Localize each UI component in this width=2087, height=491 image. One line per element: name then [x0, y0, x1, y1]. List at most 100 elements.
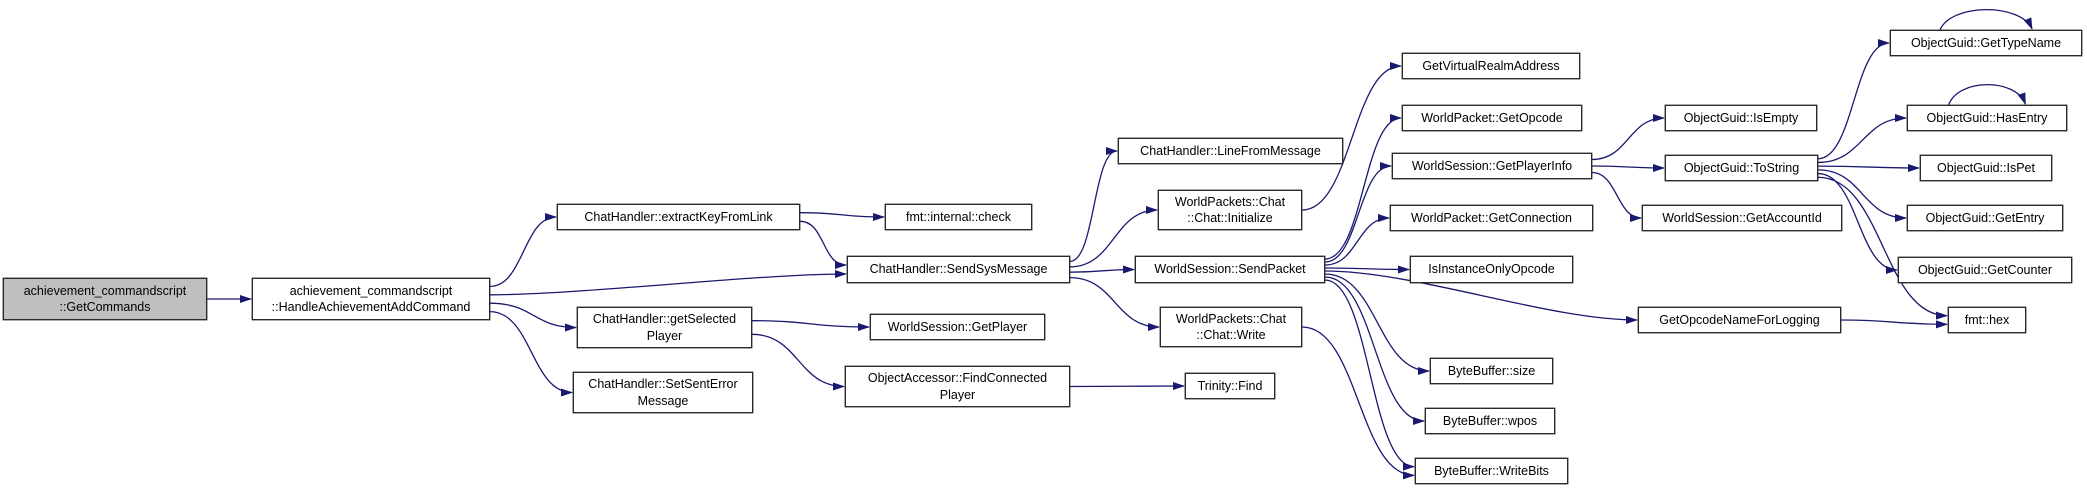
- edge-send-packet-to-get-player-info: [1324, 162, 1392, 263]
- node-label: ::GetCommands: [59, 300, 151, 314]
- node-label: WorldSession::GetAccountId: [1662, 210, 1822, 225]
- node-objectguid-getentry[interactable]: ObjectGuid::GetEntry: [1907, 205, 2063, 231]
- node-label: GetOpcodeNameForLogging: [1659, 312, 1820, 327]
- node-label: achievement_commandscript: [23, 283, 187, 298]
- node-label: WorldSession::SendPacket: [1154, 262, 1306, 277]
- node-label: ::Chat::Write: [1196, 328, 1266, 342]
- node-bytebuffer-wpos[interactable]: ByteBuffer::wpos: [1425, 408, 1555, 434]
- node-chat-write[interactable]: WorldPackets::Chat::Chat::Write: [1160, 307, 1302, 347]
- node-send-packet[interactable]: WorldSession::SendPacket: [1135, 256, 1325, 283]
- node-chat-initialize[interactable]: WorldPackets::Chat::Chat::Initialize: [1158, 190, 1302, 230]
- edge-extract-key-from-link-to-fmt-internal-check: [799, 212, 885, 221]
- edge-send-packet-to-world-packet-get-opcode: [1324, 114, 1402, 260]
- node-label: ChatHandler::extractKeyFromLink: [584, 209, 773, 224]
- node-is-instance-only-opcode[interactable]: IsInstanceOnlyOpcode: [1410, 256, 1573, 283]
- node-label: ObjectGuid::GetTypeName: [1910, 35, 2062, 50]
- node-label: ObjectAccessor::FindConnected: [867, 371, 1048, 386]
- edge-get-opcode-name-for-logging-to-fmt-hex: [1840, 319, 1948, 329]
- edge-objectguid-gettypename-to-objectguid-gettypename: [1939, 8, 2033, 31]
- node-label: ChatHandler::LineFromMessage: [1140, 143, 1321, 158]
- edge-objectguid-tostring-to-fmt-hex: [1817, 176, 1948, 320]
- node-world-packet-get-opcode[interactable]: WorldPacket::GetOpcode: [1402, 105, 1582, 131]
- edge-objectguid-tostring-to-objectguid-hasentry: [1817, 114, 1907, 164]
- node-label: ChatHandler::SendSysMessage: [869, 262, 1048, 277]
- node-objectguid-getcounter[interactable]: ObjectGuid::GetCounter: [1898, 257, 2072, 283]
- edge-get-player-info-to-get-account-id: [1591, 171, 1642, 222]
- node-label: Trinity::Find: [1197, 378, 1263, 393]
- node-label: fmt::hex: [1964, 312, 2010, 327]
- node-objectguid-gettypename[interactable]: ObjectGuid::GetTypeName: [1890, 30, 2082, 56]
- edge-send-packet-to-get-connection: [1324, 214, 1390, 266]
- edge-send-packet-to-is-instance-only-opcode: [1324, 265, 1410, 274]
- node-label: GetVirtualRealmAddress: [1422, 58, 1560, 73]
- node-label: ObjectGuid::ToString: [1683, 160, 1800, 175]
- edge-objectguid-hasentry-to-objectguid-hasentry: [1947, 84, 2027, 106]
- edge-find-connected-player-to-trinity-find: [1069, 382, 1185, 391]
- node-label: WorldSession::GetPlayer: [887, 319, 1028, 334]
- node-bytebuffer-writebits[interactable]: ByteBuffer::WriteBits: [1415, 458, 1568, 484]
- edge-get-player-info-to-objectguid-tostring: [1591, 163, 1665, 172]
- node-trinity-find[interactable]: Trinity::Find: [1185, 373, 1275, 399]
- node-get-player-info[interactable]: WorldSession::GetPlayerInfo: [1392, 153, 1592, 179]
- node-label: WorldPackets::Chat: [1174, 194, 1286, 209]
- node-get-virtual-realm-address[interactable]: GetVirtualRealmAddress: [1402, 53, 1580, 79]
- edge-objectguid-tostring-to-objectguid-gettypename: [1817, 39, 1890, 160]
- edge-send-packet-to-get-opcode-name-for-logging: [1324, 270, 1638, 324]
- node-label: Player: [939, 387, 976, 402]
- edge-send-packet-to-bytebuffer-size: [1324, 273, 1430, 375]
- edge-chat-write-to-bytebuffer-writebits: [1301, 326, 1415, 480]
- node-label: ByteBuffer::size: [1447, 363, 1536, 378]
- node-label: ObjectGuid::IsEmpty: [1683, 110, 1799, 125]
- edge-send-sys-message-to-send-packet: [1069, 265, 1135, 274]
- node-bytebuffer-size[interactable]: ByteBuffer::size: [1430, 358, 1553, 384]
- node-objectguid-ispet[interactable]: ObjectGuid::IsPet: [1920, 155, 2052, 181]
- node-fmt-internal-check[interactable]: fmt::internal::check: [885, 204, 1032, 230]
- node-objectguid-hasentry[interactable]: ObjectGuid::HasEntry: [1907, 105, 2067, 131]
- node-label: ::HandleAchievementAddCommand: [271, 300, 471, 314]
- node-label: WorldSession::GetPlayerInfo: [1411, 158, 1573, 173]
- node-objectguid-tostring[interactable]: ObjectGuid::ToString: [1665, 155, 1818, 181]
- node-label: WorldPacket::GetConnection: [1411, 210, 1572, 225]
- edge-handle-achievement-add-command-to-extract-key-from-link: [489, 213, 557, 288]
- edge-handle-achievement-add-command-to-send-sys-message: [489, 270, 847, 296]
- edge-get-selected-player-to-world-session-get-player: [751, 320, 870, 331]
- node-get-connection[interactable]: WorldPacket::GetConnection: [1390, 205, 1593, 231]
- edge-send-sys-message-to-line-from-message: [1069, 147, 1118, 263]
- node-label: ChatHandler::SetSentError: [588, 377, 738, 392]
- edge-get-player-info-to-objectguid-isempty: [1591, 114, 1665, 161]
- node-label: WorldPackets::Chat: [1175, 311, 1287, 326]
- node-world-session-get-player[interactable]: WorldSession::GetPlayer: [870, 314, 1045, 340]
- node-objectguid-isempty[interactable]: ObjectGuid::IsEmpty: [1665, 105, 1817, 131]
- node-label: WorldPacket::GetOpcode: [1421, 110, 1563, 125]
- node-label: fmt::internal::check: [906, 209, 1011, 224]
- edge-objectguid-tostring-to-objectguid-ispet: [1817, 163, 1920, 172]
- edge-chat-initialize-to-get-virtual-realm-address: [1301, 62, 1402, 211]
- node-label: ObjectGuid::HasEntry: [1926, 110, 2048, 125]
- node-label: ObjectGuid::GetCounter: [1917, 262, 2053, 277]
- node-label: ObjectGuid::GetEntry: [1925, 210, 2045, 225]
- node-handle-achievement-add-command[interactable]: achievement_commandscript::HandleAchieve…: [252, 278, 490, 320]
- edge-send-packet-to-bytebuffer-wpos: [1324, 276, 1425, 425]
- edge-objectguid-tostring-to-objectguid-getentry: [1817, 169, 1907, 222]
- edge-handle-achievement-add-command-to-set-sent-error-message: [489, 310, 573, 397]
- node-label: Message: [637, 393, 689, 408]
- node-get-commands[interactable]: achievement_commandscript::GetCommands: [3, 278, 207, 320]
- node-get-account-id[interactable]: WorldSession::GetAccountId: [1642, 205, 1842, 231]
- node-label: ByteBuffer::wpos: [1442, 413, 1538, 428]
- node-fmt-hex[interactable]: fmt::hex: [1948, 307, 2026, 333]
- node-label: ChatHandler::getSelected: [592, 312, 737, 327]
- edge-send-sys-message-to-chat-initialize: [1069, 206, 1158, 268]
- node-label: ByteBuffer::WriteBits: [1434, 463, 1549, 478]
- node-label: IsInstanceOnlyOpcode: [1428, 262, 1555, 277]
- node-extract-key-from-link[interactable]: ChatHandler::extractKeyFromLink: [557, 204, 800, 230]
- node-send-sys-message[interactable]: ChatHandler::SendSysMessage: [847, 256, 1070, 283]
- node-line-from-message[interactable]: ChatHandler::LineFromMessage: [1118, 138, 1343, 164]
- node-get-opcode-name-for-logging[interactable]: GetOpcodeNameForLogging: [1638, 307, 1841, 333]
- edge-objectguid-tostring-to-objectguid-getcounter: [1817, 172, 1898, 274]
- edge-send-packet-to-bytebuffer-writebits: [1324, 279, 1415, 471]
- node-label: achievement_commandscript: [289, 283, 453, 298]
